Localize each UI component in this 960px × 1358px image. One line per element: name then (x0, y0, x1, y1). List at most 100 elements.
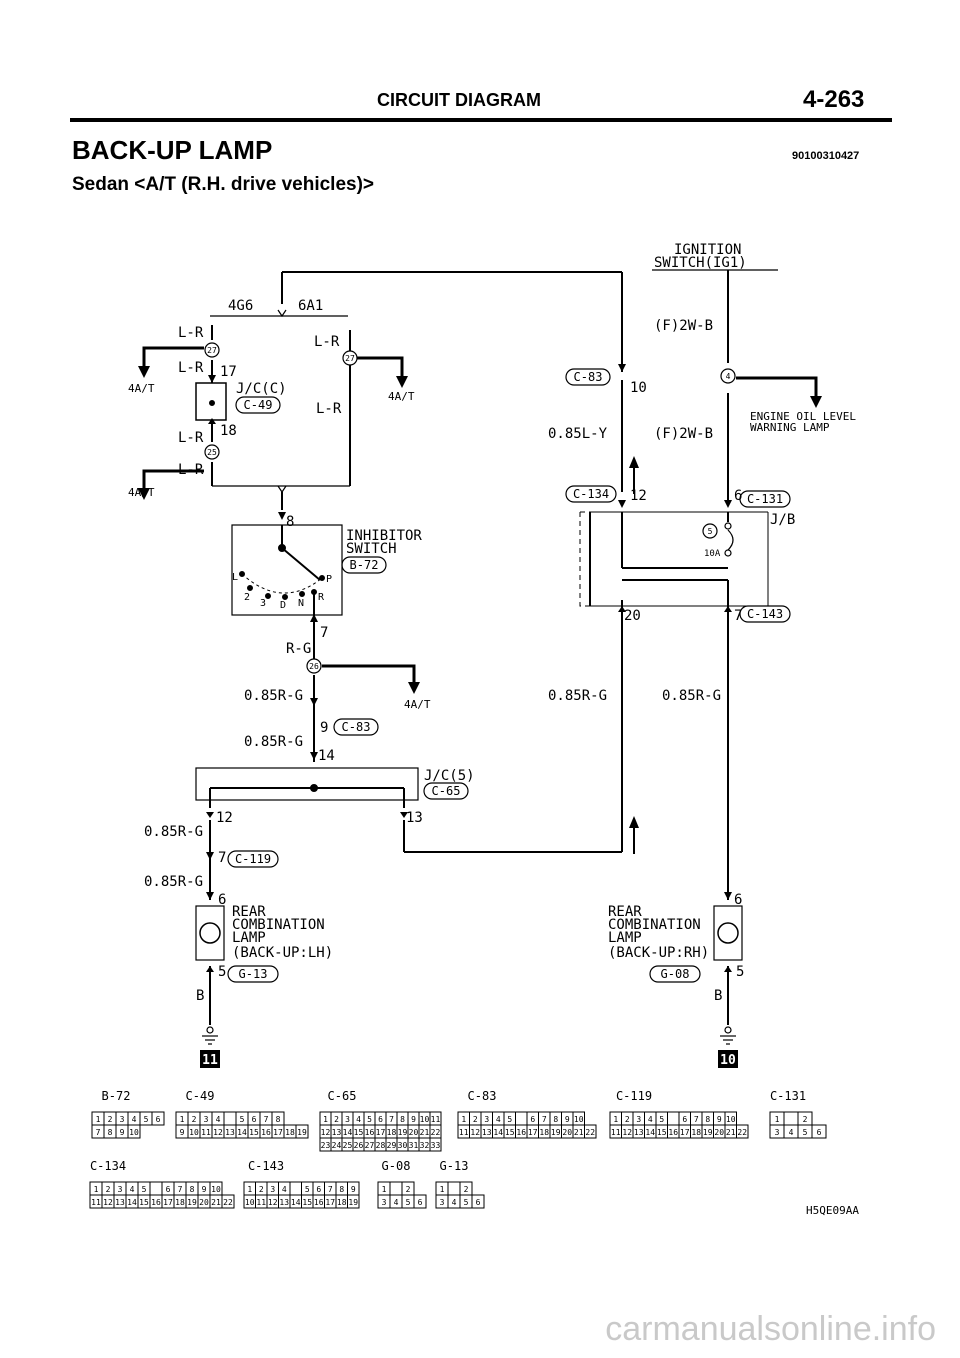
face-cell-c119 (667, 1111, 680, 1126)
face-pin-g08: 4 (394, 1198, 399, 1207)
face-pin-c83: 5 (507, 1115, 512, 1124)
rear-rh-label-2: COMBINATION (608, 917, 701, 933)
face-pin-c83: 3 (484, 1115, 489, 1124)
rear-lh-label-3: LAMP (232, 930, 266, 946)
pin-8: 8 (286, 514, 294, 530)
face-pin-c134: 8 (190, 1185, 195, 1194)
doc-code: 90100310427 (792, 150, 860, 162)
wire-085ly: 0.85L-Y (548, 426, 608, 442)
connector-c119: C-119 (235, 852, 271, 866)
face-cell-g08 (389, 1181, 403, 1196)
face-pin-c131: 6 (817, 1128, 822, 1137)
face-pin-c49: 3 (204, 1115, 209, 1124)
face-pin-c65: 28 (376, 1141, 386, 1150)
face-pin-g13: 3 (440, 1198, 445, 1207)
rear-lh-label-1: REAR (232, 904, 266, 920)
face-pin-c143: 13 (279, 1198, 289, 1207)
face-pin-b72: 4 (132, 1115, 137, 1124)
section-title: CIRCUIT DIAGRAM (377, 90, 541, 110)
face-pin-c131: 1 (775, 1115, 780, 1124)
pin-7: 7 (320, 625, 328, 641)
face-cell-c83 (515, 1111, 528, 1126)
face-cell-c131 (783, 1111, 799, 1126)
face-pin-c65: 11 (431, 1115, 441, 1124)
face-pin-b72: 7 (96, 1128, 101, 1137)
face-label-c143: C-143 (248, 1159, 284, 1173)
pin-7-c119: 7 (218, 850, 226, 866)
pin-6-jb: 6 (734, 488, 742, 504)
face-cell-c134 (149, 1181, 163, 1196)
wire-rg: R-G (286, 641, 311, 657)
face-pin-c65: 32 (420, 1141, 430, 1150)
face-pin-c65: 2 (334, 1115, 339, 1124)
face-pin-c134: 3 (118, 1185, 123, 1194)
face-pin-c143: 15 (302, 1198, 312, 1207)
pin-7-jb: 7 (734, 608, 742, 624)
face-pin-c83: 12 (470, 1128, 480, 1137)
face-pin-c83: 4 (496, 1115, 501, 1124)
face-pin-c134: 9 (202, 1185, 207, 1194)
face-pin-c65: 23 (321, 1141, 331, 1150)
face-pin-c131: 4 (789, 1128, 794, 1137)
face-pin-c134: 15 (139, 1198, 149, 1207)
face-pin-g08: 5 (406, 1198, 411, 1207)
face-pin-c65: 18 (387, 1128, 397, 1137)
fuse-10a: 10A (704, 549, 721, 559)
face-pin-b72: 2 (108, 1115, 113, 1124)
rear-lh-label-4: (BACK-UP:LH) (232, 945, 333, 961)
face-pin-c65: 4 (356, 1115, 361, 1124)
rear-rh-label-4: (BACK-UP:RH) (608, 945, 709, 961)
face-pin-c143: 2 (259, 1185, 264, 1194)
face-pin-c65: 24 (332, 1141, 342, 1150)
face-pin-c134: 18 (175, 1198, 185, 1207)
face-pin-b72: 3 (120, 1115, 125, 1124)
face-pin-c134: 1 (94, 1185, 99, 1194)
face-pin-c49: 2 (192, 1115, 197, 1124)
pin-9: 9 (320, 720, 328, 736)
wire-lr-3: L-R (178, 430, 204, 446)
pin-17: 17 (220, 364, 237, 380)
face-pin-g13: 5 (464, 1198, 469, 1207)
face-pin-c65: 33 (431, 1141, 441, 1150)
face-cell-c131 (811, 1124, 827, 1139)
face-pin-c119: 16 (668, 1128, 678, 1137)
face-label-b72: B-72 (102, 1089, 131, 1103)
face-pin-c119: 6 (682, 1115, 687, 1124)
face-pin-c65: 27 (365, 1141, 375, 1150)
face-pin-c65: 9 (411, 1115, 416, 1124)
face-pin-c119: 7 (694, 1115, 699, 1124)
face-cell-c143 (289, 1181, 302, 1196)
connector-c83-b: C-83 (342, 720, 371, 734)
face-pin-c49: 12 (213, 1128, 223, 1137)
circle-27-left: 27 (207, 346, 217, 355)
face-cell-b72 (127, 1124, 141, 1139)
gear-2: 2 (244, 592, 250, 603)
face-pin-g08: 3 (382, 1198, 387, 1207)
face-label-c134: C-134 (90, 1159, 126, 1173)
face-pin-c119: 18 (691, 1128, 701, 1137)
face-pin-c65: 17 (376, 1128, 386, 1137)
face-pin-c83: 9 (565, 1115, 570, 1124)
face-pin-b72: 5 (144, 1115, 149, 1124)
face-pin-g13: 6 (476, 1198, 481, 1207)
wire-085rg-3: 0.85R-G (548, 688, 607, 704)
footer-watermark: carmanualsonline.info (605, 1310, 936, 1348)
face-pin-c49: 7 (264, 1115, 269, 1124)
wire-lr-6: L-R (316, 401, 342, 417)
pin-20: 20 (624, 608, 641, 624)
face-pin-c134: 14 (127, 1198, 137, 1207)
connector-c65: C-65 (432, 784, 461, 798)
face-pin-c65: 22 (431, 1128, 441, 1137)
face-pin-c131: 5 (803, 1128, 808, 1137)
subtitle: Sedan <A/T (R.H. drive vehicles)> (72, 174, 374, 195)
face-pin-c143: 5 (305, 1185, 310, 1194)
face-pin-c49: 16 (261, 1128, 271, 1137)
face-label-c131: C-131 (770, 1089, 806, 1103)
face-pin-c49: 14 (237, 1128, 247, 1137)
face-pin-c83: 22 (585, 1128, 595, 1137)
face-pin-c143: 6 (316, 1185, 321, 1194)
face-pin-c49: 15 (249, 1128, 259, 1137)
face-pin-c134: 13 (115, 1198, 125, 1207)
wire-085rg-1: 0.85R-G (244, 688, 303, 704)
